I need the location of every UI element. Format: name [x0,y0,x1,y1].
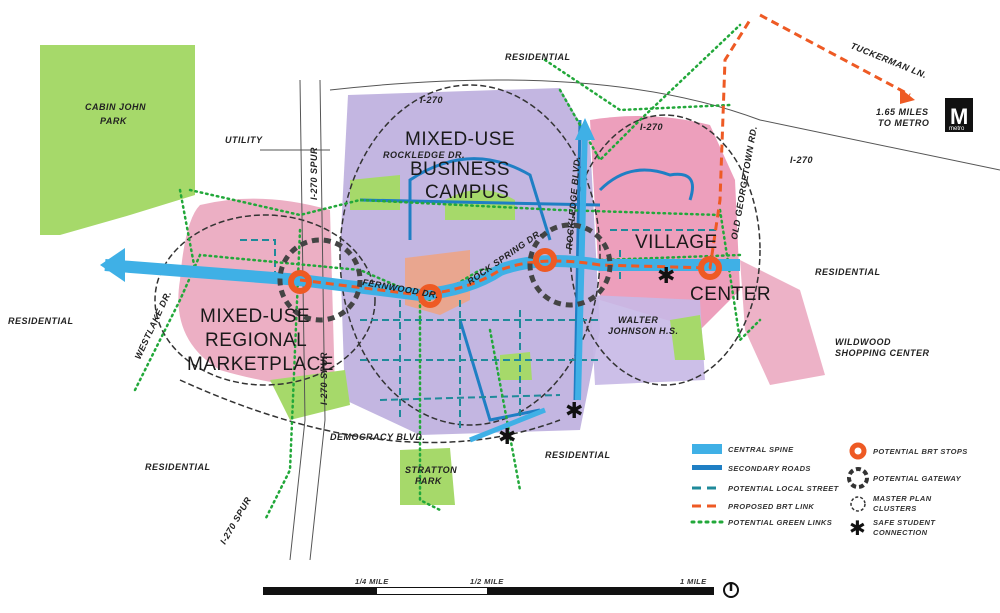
brt-link [299,13,911,297]
scale-tick-label: 1/2 MILE [470,577,504,586]
democracy-spine [469,407,546,443]
label-i270: I-270 [790,155,813,165]
brt-stop [533,248,557,272]
scale-tick-label: 1/4 MILE [355,577,389,586]
label-residential: RESIDENTIAL [505,52,571,62]
label-democracy-blvd: DEMOCRACY BLVD. [330,432,425,442]
label-village: VILLAGE [635,232,718,253]
legend-label: SECONDARY ROADS [728,464,811,473]
legend-label: POTENTIAL BRT STOPS [873,447,968,456]
legend-label: CONNECTION [873,528,928,537]
label-shopping-center: SHOPPING CENTER [835,348,930,358]
green-space-2 [350,175,400,210]
legend-label: CLUSTERS [873,504,917,513]
label-residential: RESIDENTIAL [545,450,611,460]
brt-stop [418,284,442,308]
legend: CENTRAL SPINE SECONDARY ROADS POTENTIAL … [690,442,968,540]
label-business: BUSINESS [410,159,510,180]
label-to-metro: TO METRO [878,118,929,128]
label-walter: WALTER [618,315,658,325]
local-streets [240,229,720,430]
asterisk-icon: ✱ [498,425,516,450]
metro-text: metro [949,126,965,132]
legend-label: POTENTIAL LOCAL STREET [728,484,840,493]
label-center: CENTER [690,284,771,305]
legend-label: POTENTIAL GATEWAY [873,474,962,483]
gateway-icon [847,467,869,489]
green-space-5 [500,352,532,380]
brt-arrow [900,88,915,104]
label-mixed-use: MIXED-USE [200,306,310,327]
green-space-4 [670,315,705,360]
highways [260,79,1000,561]
label-park: PARK [100,116,128,126]
stratton-park [400,448,455,505]
label-i270: I-270 [640,122,663,132]
label-rockledge-dr: ROCKLEDGE DR. [383,150,465,160]
label-park: PARK [415,476,443,486]
wildwood-area [740,260,825,385]
scale-tick-label: 1 MILE [680,577,707,586]
asterisk-icon: ✱ [657,264,675,289]
north-arrow-icon [723,582,739,598]
label-tuckerman-ln: TUCKERMAN LN. [849,41,928,81]
metro-logo: M metro [945,98,973,132]
potential-gateways [277,222,613,323]
legend-label: PROPOSED BRT LINK [728,502,814,511]
label-stratton: STRATTON [405,465,457,475]
safe-student-connections: ✱ ✱ ✱ [498,264,675,450]
label-i270-spur: I-270 SPUR [319,352,329,405]
cabin-john-park [40,45,195,235]
label-residential: RESIDENTIAL [145,462,211,472]
secondary-roads-swatch [692,465,722,470]
legend-label: CENTRAL SPINE [728,445,794,454]
spine-arrow-north [575,118,595,140]
brt-stop [288,270,312,294]
walter-johnson-area [590,295,705,385]
label-i270: I-270 [420,95,443,105]
legend-label: MASTER PLAN [873,494,932,503]
brt-stop [698,256,722,280]
land-use [40,45,825,505]
label-residential: RESIDENTIAL [8,316,74,326]
label-miles: 1.65 MILES [876,107,929,117]
asterisk-icon: ✱ [565,399,583,424]
label-residential: RESIDENTIAL [815,267,881,277]
label-i270-spur: I-270 SPUR [218,495,253,546]
label-mixed-use: MIXED-USE [405,129,515,150]
brt-stops [288,248,722,308]
label-marketplace: MARKETPLACE [187,354,334,375]
scale-bar: 1/4 MILE 1/2 MILE 1 MILE [263,577,739,598]
svg-text:M: M [950,104,968,129]
legend-label: SAFE STUDENT [873,518,936,527]
label-johnson-hs: JOHNSON H.S. [608,326,679,336]
green-space-3 [445,190,515,220]
brt-stop-icon [849,442,867,460]
asterisk-icon: ✱ [849,516,866,540]
legend-label: POTENTIAL GREEN LINKS [728,518,832,527]
label-cabin-john: CABIN JOHN [85,102,146,112]
label-utility: UTILITY [225,135,263,145]
label-wildwood: WILDWOOD [835,337,891,347]
label-campus: CAMPUS [425,182,509,203]
cluster-icon [850,496,866,512]
spine-arrow-west [100,248,125,282]
label-i270-spur: I-270 SPUR [309,147,319,200]
master-plan-clusters [154,84,761,444]
label-regional: REGIONAL [205,330,307,351]
central-spine-swatch [692,444,722,454]
